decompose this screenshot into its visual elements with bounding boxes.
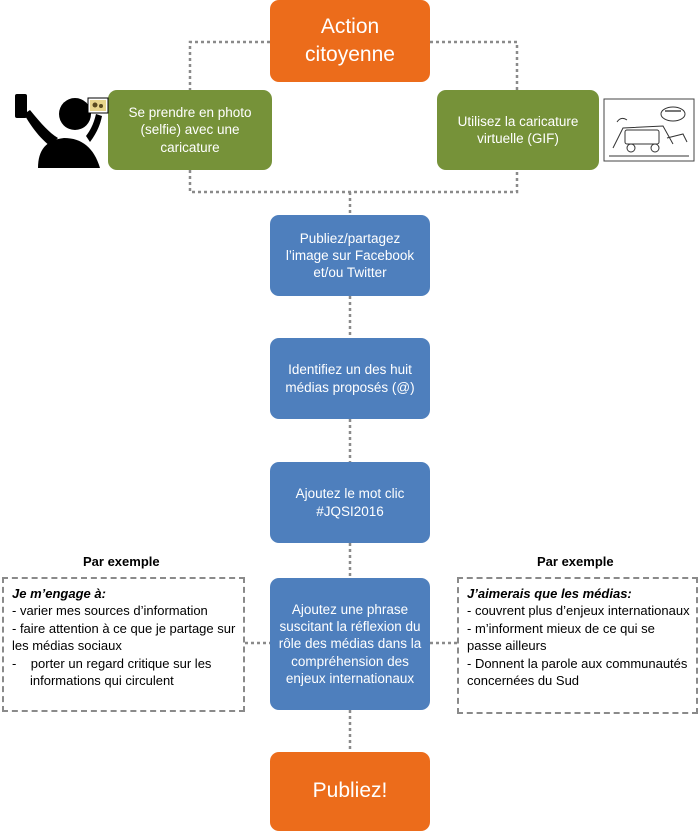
example-right-line: - couvrent plus d’enjeux internationaux — [467, 603, 690, 619]
action-citoyenne-label: Action citoyenne — [305, 14, 395, 66]
step-add-phrase-label: Ajoutez une phrase suscitant la réflexio… — [278, 601, 422, 686]
step-hashtag-box: Ajoutez le mot clic #JQSI2016 — [270, 462, 430, 543]
selfie-person-icon — [15, 94, 109, 168]
step-identify-media-box: Identifiez un des huit médias proposés (… — [270, 338, 430, 419]
step-add-phrase-box: Ajoutez une phrase suscitant la réflexio… — [270, 578, 430, 710]
gif-label: Utilisez la caricature virtuelle (GIF) — [457, 113, 579, 146]
step-identify-media-label: Identifiez un des huit médias proposés (… — [285, 362, 415, 395]
step-publish-share-label: Publiez/partagez l’image sur Facebook et… — [285, 230, 415, 281]
publiez-box: Publiez! — [270, 752, 430, 831]
cartoon-sketch-icon — [603, 98, 695, 162]
example-left-line: - porter un regard critique sur les info… — [12, 655, 212, 689]
example-left-line: - varier mes sources d’information — [12, 603, 208, 619]
example-right-line: - Donnent la parole aux communautés conc… — [467, 655, 688, 689]
publiez-label: Publiez! — [312, 779, 388, 803]
step-publish-share-box: Publiez/partagez l’image sur Facebook et… — [270, 215, 430, 296]
example-left-line: - faire attention à ce que je partage su… — [12, 620, 236, 654]
example-right-title: Par exemple — [537, 554, 614, 569]
example-right-heading: J’aimerais que les médias: — [467, 586, 632, 601]
example-right-box: J’aimerais que les médias: - couvrent pl… — [457, 577, 698, 714]
example-left-title: Par exemple — [83, 554, 160, 569]
step-hashtag-label: Ajoutez le mot clic #JQSI2016 — [295, 486, 405, 519]
connector-bottom-bracket — [188, 170, 519, 194]
connector-top-right — [430, 40, 519, 90]
connector-top-left — [188, 40, 270, 90]
example-left-box: Je m’engage à: - varier mes sources d’in… — [2, 577, 245, 712]
selfie-box: Se prendre en photo (selfie) avec une ca… — [108, 90, 272, 170]
example-right-line: - m’informent mieux de ce qui se passe a… — [467, 620, 655, 654]
example-left-heading: Je m’engage à: — [12, 586, 106, 601]
action-citoyenne-box: Action citoyenne — [270, 0, 430, 82]
selfie-label: Se prendre en photo (selfie) avec une ca… — [128, 105, 252, 155]
gif-box: Utilisez la caricature virtuelle (GIF) — [437, 90, 599, 170]
